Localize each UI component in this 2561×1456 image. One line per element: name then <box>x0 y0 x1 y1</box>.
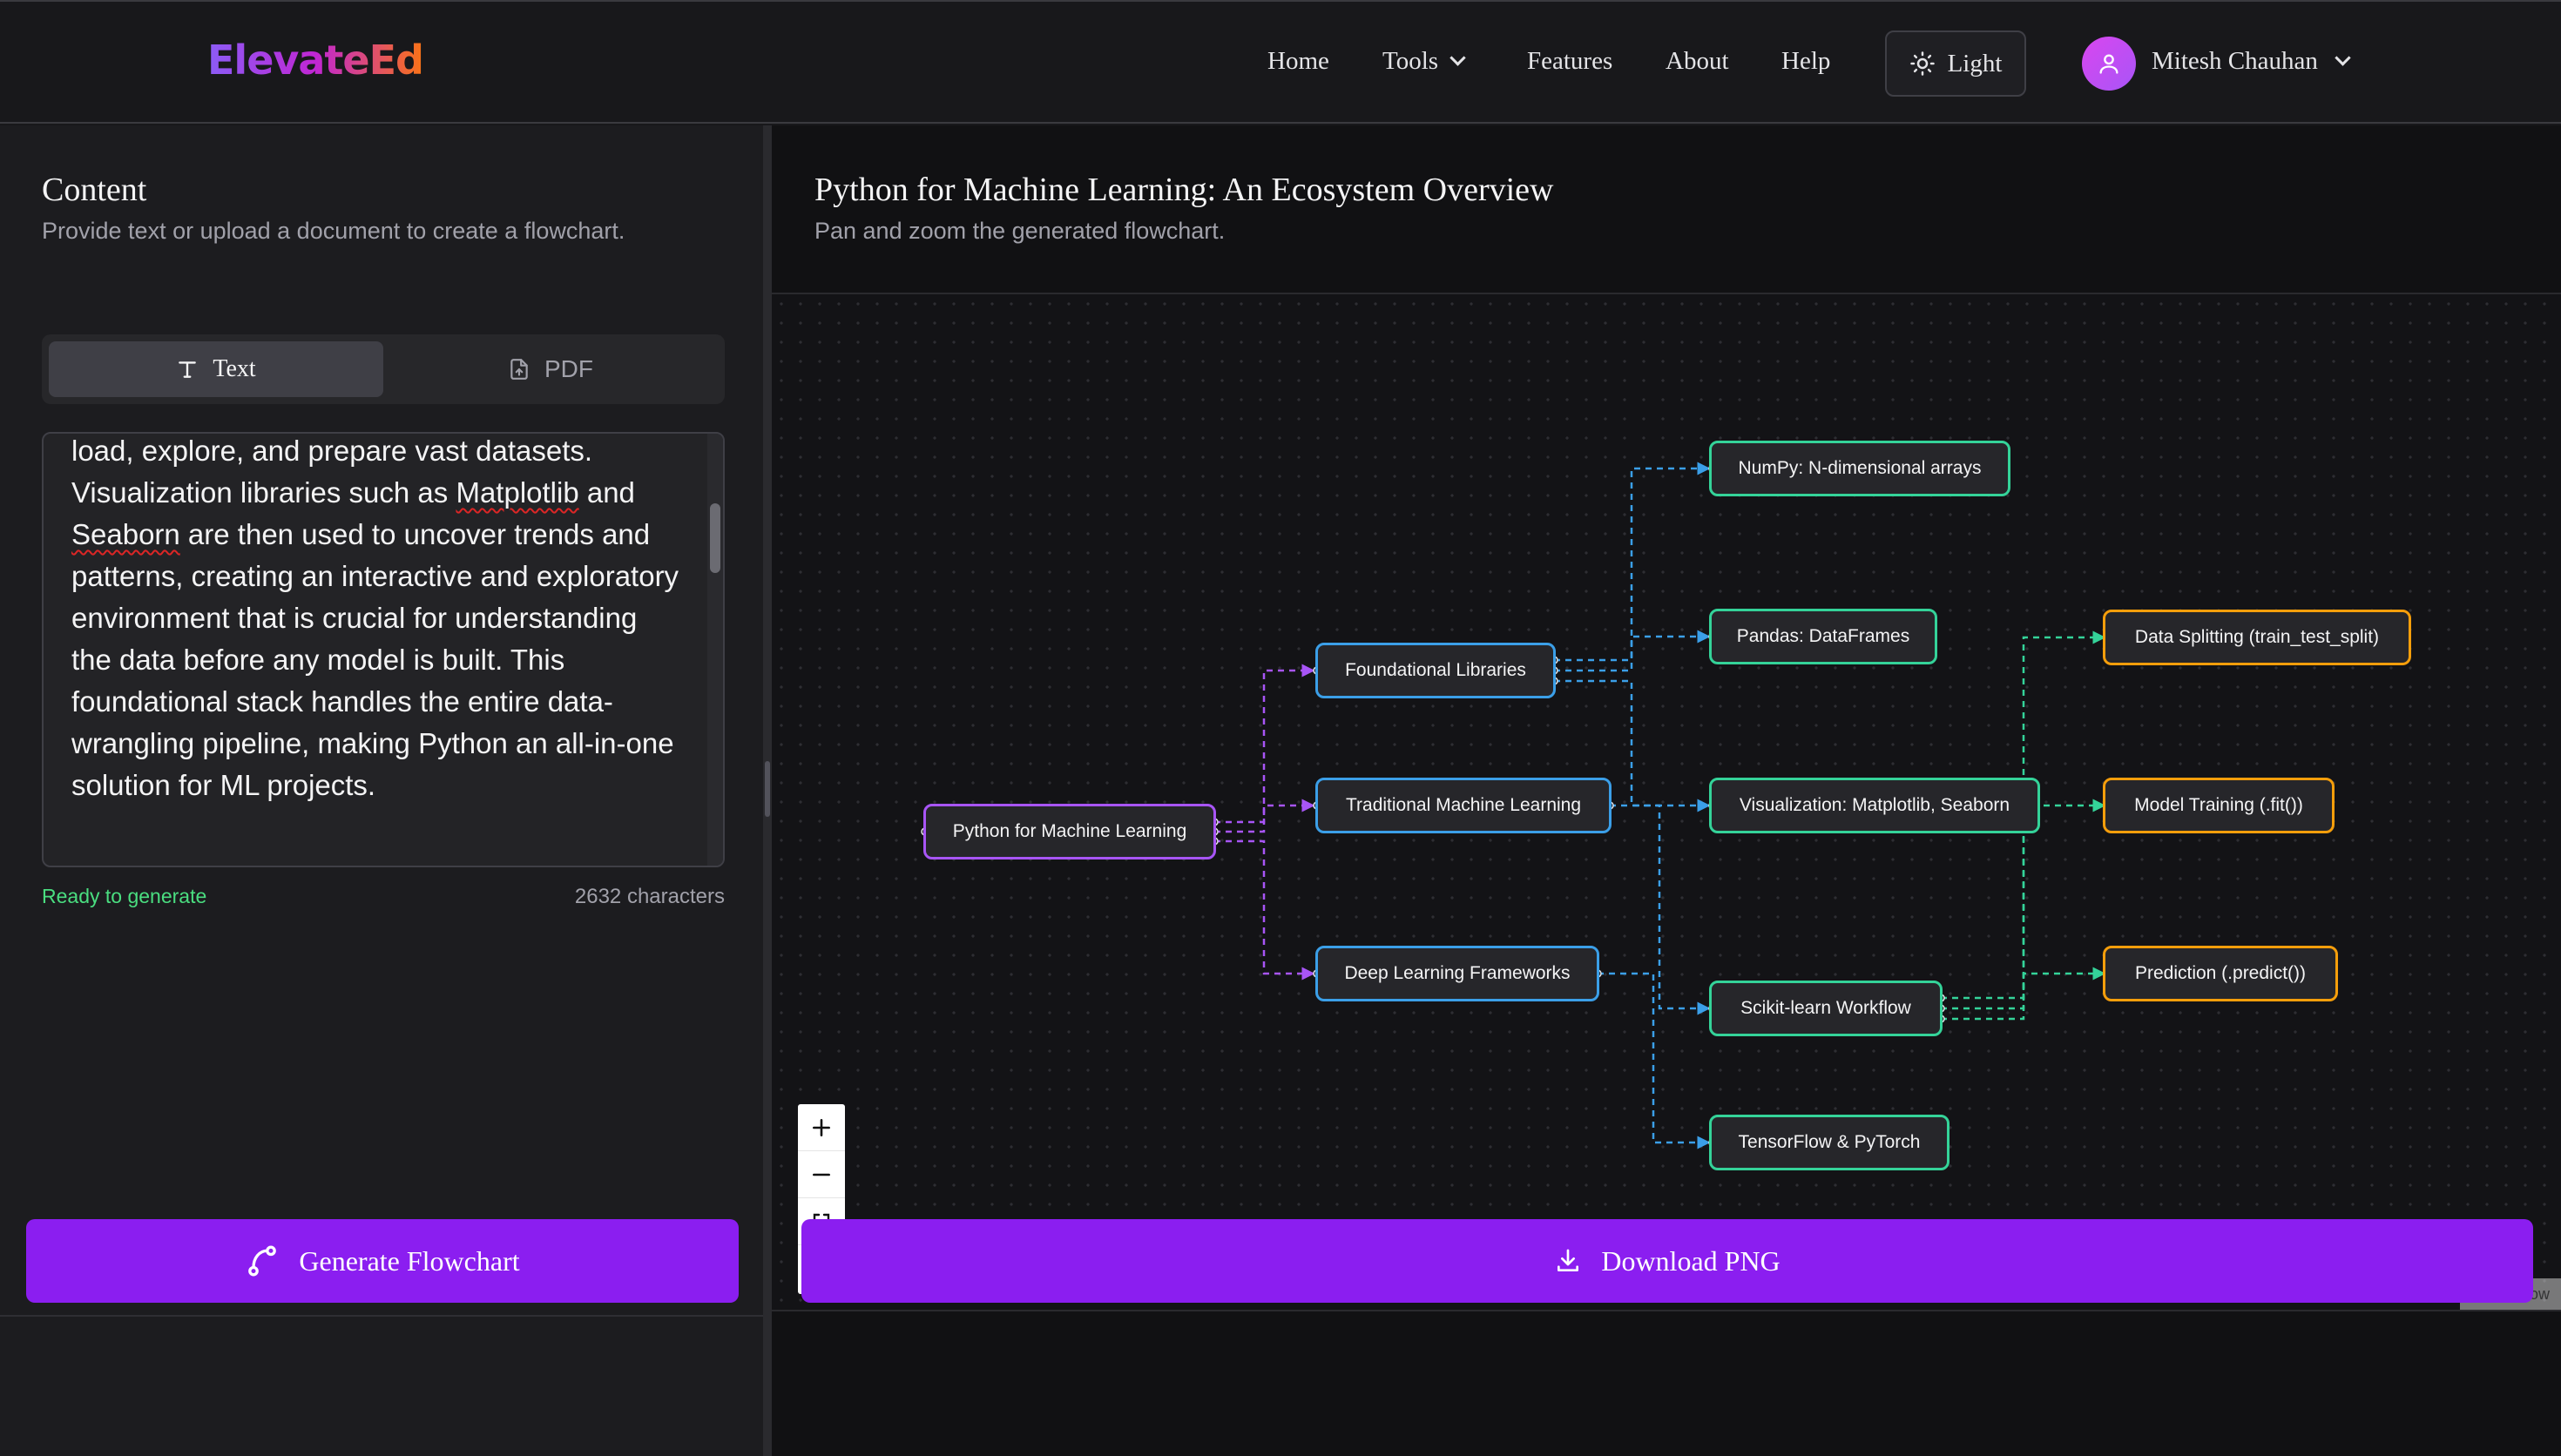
character-count: 2632 characters <box>574 885 725 908</box>
status-text: Ready to generate <box>42 885 207 907</box>
node-python-ml[interactable]: Python for Machine Learning <box>923 804 1216 859</box>
minus-icon <box>813 1173 830 1176</box>
node-deep-learning[interactable]: Deep Learning Frameworks <box>1315 946 1599 1001</box>
user-icon <box>2099 54 2118 74</box>
node-model-training[interactable]: Model Training (.fit()) <box>2103 778 2335 833</box>
text-line: foundational stack handles the entire da… <box>71 685 613 718</box>
node-visualization[interactable]: Visualization: Matplotlib, Seaborn <box>1709 778 2040 833</box>
chevron-down-icon <box>1449 50 1466 66</box>
generate-flowchart-label: Generate Flowchart <box>299 1244 520 1277</box>
flowchart-panel: Python for Machine Learning: An Ecosyste… <box>772 125 2561 1456</box>
generate-flowchart-button[interactable]: Generate Flowchart <box>26 1219 739 1303</box>
scrollbar-thumb[interactable] <box>710 503 720 573</box>
flowchart-canvas[interactable]: Python for Machine Learning Foundational… <box>772 293 2561 1311</box>
text-line: solution for ML projects. <box>71 769 376 801</box>
download-png-button[interactable]: Download PNG <box>801 1219 2533 1303</box>
edge-sklearn-predict <box>1941 967 2106 1021</box>
nav-about[interactable]: About <box>1666 47 1729 75</box>
tab-text[interactable]: Text <box>49 341 383 397</box>
tab-pdf-label: PDF <box>544 355 593 382</box>
node-pandas[interactable]: Pandas: DataFrames <box>1709 609 1937 664</box>
edge-traditional-sklearn <box>1610 804 1711 1015</box>
tab-pdf[interactable]: PDF <box>383 341 718 397</box>
resize-handle[interactable] <box>765 761 770 817</box>
node-scikit-learn[interactable]: Scikit-learn Workflow <box>1709 981 1943 1036</box>
fullscreen-icon <box>813 1213 830 1230</box>
nav-tools[interactable]: Tools <box>1382 47 1466 76</box>
content-panel-footer <box>0 1315 763 1456</box>
text-line: Visualization libraries such as Matplotl… <box>71 476 635 509</box>
nav-home[interactable]: Home <box>1267 47 1329 75</box>
theme-toggle-button[interactable]: Light <box>1885 30 2026 97</box>
edge-foundational-pandas <box>1554 630 1711 672</box>
edge-foundational-viz <box>1554 679 1711 812</box>
nav-features[interactable]: Features <box>1527 47 1613 75</box>
sun-icon <box>1909 51 1935 76</box>
content-panel-title: Content <box>42 172 147 208</box>
zoom-out-button[interactable] <box>798 1151 845 1198</box>
nav-tools-label: Tools <box>1382 47 1439 75</box>
nav-help[interactable]: Help <box>1781 47 1831 75</box>
text-line: patterns, creating an interactive and ex… <box>71 560 679 592</box>
route-icon <box>248 1245 277 1277</box>
node-numpy[interactable]: NumPy: N-dimensional arrays <box>1709 441 2010 496</box>
text-line: wrangling pipeline, making Python an all… <box>71 727 674 759</box>
edge-deep-tf <box>1598 972 1711 1149</box>
content-textarea[interactable]: load, explore, and prepare vast datasets… <box>42 432 725 867</box>
content-panel-subtitle: Provide text or upload a document to cre… <box>42 218 625 244</box>
edge-root-deep <box>1214 839 1315 981</box>
node-prediction[interactable]: Prediction (.predict()) <box>2103 946 2338 1001</box>
flowchart-subtitle: Pan and zoom the generated flowchart. <box>814 218 1226 244</box>
file-upload-icon <box>510 359 528 380</box>
node-foundational-libraries[interactable]: Foundational Libraries <box>1315 643 1556 698</box>
input-mode-tabs: Text PDF <box>42 334 725 404</box>
node-traditional-ml[interactable]: Traditional Machine Learning <box>1315 778 1612 833</box>
user-avatar[interactable] <box>2082 37 2136 91</box>
logo[interactable]: ElevateEd <box>207 37 424 84</box>
download-png-label: Download PNG <box>1601 1244 1781 1277</box>
edge-root-traditional <box>1214 799 1315 833</box>
user-name: Mitesh Chauhan <box>2152 47 2318 75</box>
node-tensorflow-pytorch[interactable]: TensorFlow & PyTorch <box>1709 1115 1949 1170</box>
zoom-in-button[interactable] <box>798 1104 845 1151</box>
user-menu[interactable]: Mitesh Chauhan <box>2152 47 2351 76</box>
text-line: load, explore, and prepare vast datasets… <box>71 435 593 467</box>
flowchart-title: Python for Machine Learning: An Ecosyste… <box>814 172 1554 208</box>
edge-foundational-numpy <box>1554 462 1711 662</box>
tab-text-label: Text <box>213 355 256 382</box>
text-line: environment that is crucial for understa… <box>71 602 638 634</box>
theme-toggle-label: Light <box>1947 49 2003 78</box>
download-icon <box>1558 1249 1579 1271</box>
text-icon <box>179 361 197 378</box>
textarea-text: load, explore, and prepare vast datasets… <box>71 434 681 806</box>
plus-icon <box>813 1118 830 1136</box>
text-line: the data before any model is built. This <box>71 644 565 676</box>
chevron-down-icon <box>2335 50 2351 66</box>
top-nav-bar: ElevateEd Home Tools Features About Help… <box>0 0 2561 124</box>
edge-sklearn-train <box>1941 799 2106 1010</box>
text-line: Seaborn are then used to uncover trends … <box>71 518 651 550</box>
node-data-splitting[interactable]: Data Splitting (train_test_split) <box>2103 610 2411 665</box>
textarea-scrollbar[interactable] <box>707 434 723 866</box>
edge-root-foundational <box>1214 664 1315 824</box>
